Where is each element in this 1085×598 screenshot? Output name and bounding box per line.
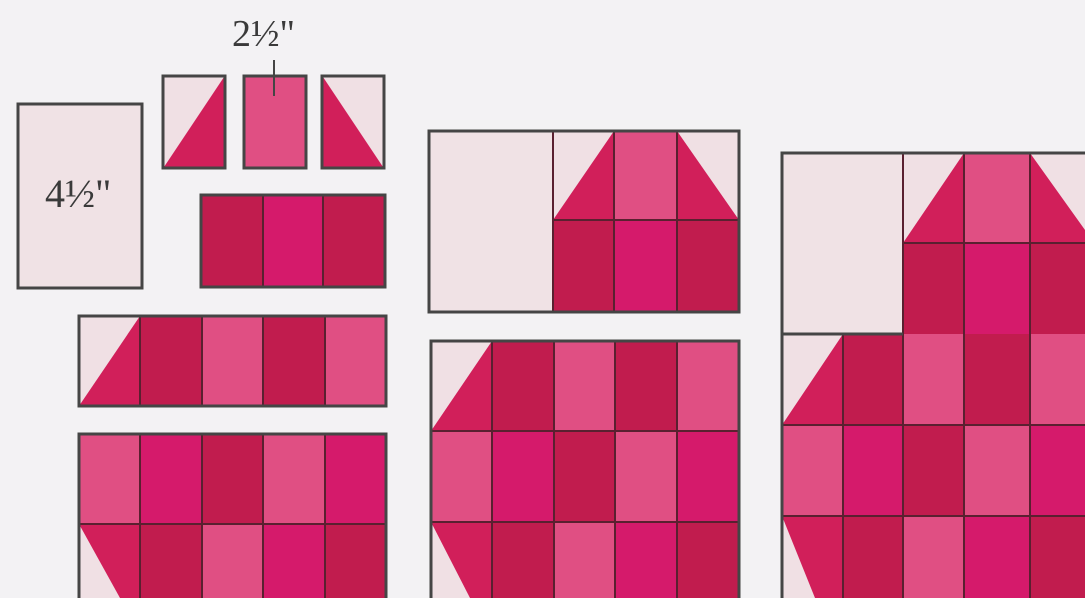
unit-half-square-left [163,76,225,168]
dimension-label-4-5: 4½" [45,170,111,217]
strip-five-patch [79,316,386,406]
block-middle-top [429,131,739,312]
block-left-bottom [79,434,386,598]
strip-three-patch [201,195,385,287]
block-middle-bottom [431,341,739,598]
block-right-large [782,153,1085,598]
unit-half-square-right [322,76,384,168]
dimension-label-2-5: 2½" [232,12,295,56]
